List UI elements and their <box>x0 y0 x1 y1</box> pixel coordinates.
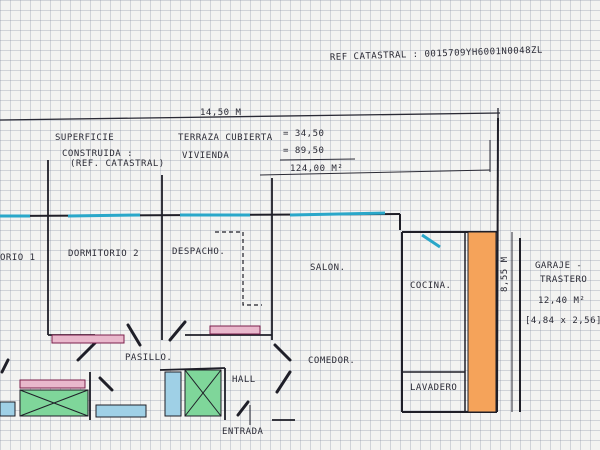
label-entrada: ENTRADA <box>222 427 264 437</box>
label-dormitorio2: DORMITORIO 2 <box>68 249 139 259</box>
garaje-line2: TRASTERO <box>540 275 587 285</box>
surface-title-2: CONSTRUIDA : <box>62 149 133 159</box>
label-lavadero: LAVADERO <box>410 383 457 393</box>
total-value: 124,00 M² <box>290 164 343 174</box>
bath-block-2 <box>184 369 222 417</box>
label-comedor: COMEDOR. <box>308 356 355 366</box>
window-4 <box>289 211 386 217</box>
door-pasillo <box>126 323 142 347</box>
wardrobe-d1 <box>19 379 86 389</box>
door-bath <box>98 376 114 392</box>
column-hall <box>164 371 182 417</box>
door-entrada <box>236 400 250 417</box>
doors <box>0 320 292 417</box>
bath-block-1 <box>19 389 89 417</box>
orange-duct <box>467 231 497 413</box>
partitions <box>47 160 295 421</box>
wardrobe-d2 <box>51 334 125 344</box>
garaje-area: 12,40 M² <box>538 296 585 306</box>
wardrobe-despacho <box>209 325 261 335</box>
window-2 <box>67 213 141 218</box>
hall-top-wall <box>159 367 226 371</box>
ref-catastral: REF CATASTRAL : 0015709YH6001N0048ZL <box>330 46 543 63</box>
vivienda-label: VIVIENDA <box>182 151 229 161</box>
closet-dashed <box>215 231 262 306</box>
door-d1 <box>0 358 10 374</box>
door-d2 <box>76 341 97 362</box>
label-cocina: COCINA. <box>410 281 451 291</box>
window-kitchen <box>421 233 441 249</box>
terraza-label: TERRAZA CUBIERTA <box>178 133 273 143</box>
label-salon: SALON. <box>310 263 346 273</box>
width-dimension-line <box>0 112 501 121</box>
width-dimension-label: 14,50 M <box>200 108 242 118</box>
height-dimension-label: 8,55 M <box>500 256 510 292</box>
label-pasillo: PASILLO. <box>125 353 172 363</box>
vivienda-value: = 89,50 <box>283 146 324 156</box>
door-despacho <box>168 320 187 342</box>
windows <box>0 211 441 249</box>
label-despacho: DESPACHO. <box>172 247 225 257</box>
door-comedor <box>275 370 292 394</box>
door-salon <box>273 343 292 362</box>
garaje-line1: GARAJE - <box>535 261 582 271</box>
terrace-boundary-line <box>259 169 491 176</box>
surface-note: (REF. CATASTRAL) <box>70 159 165 169</box>
garaje-dims: [4,84 x 2,56] <box>525 316 600 326</box>
sum-line <box>279 158 356 161</box>
right-outer-wall <box>496 117 499 413</box>
label-dormitorio1: ORIO 1 <box>0 253 36 263</box>
surface-title-1: SUPERFICIE <box>55 133 114 143</box>
counter-d1 <box>0 401 16 417</box>
terraza-value: = 34,50 <box>283 129 324 139</box>
counter-hall <box>95 404 147 418</box>
label-hall: HALL <box>232 375 256 385</box>
